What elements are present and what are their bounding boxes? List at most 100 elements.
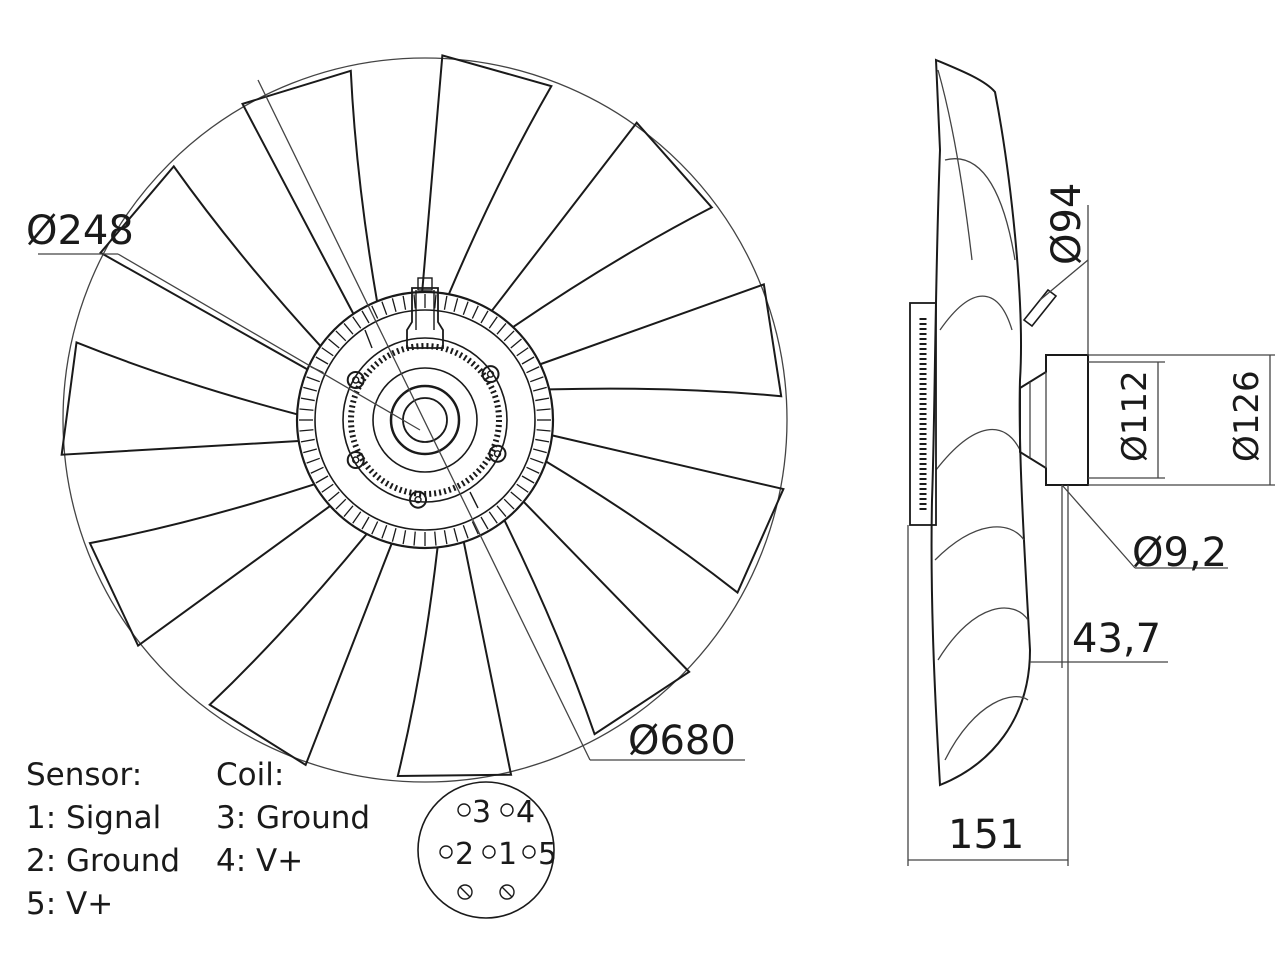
pin-hole [439,845,453,859]
hub-tooth [536,429,551,432]
hub-tooth [402,295,407,310]
hub-tooth [343,323,354,335]
hub [295,277,555,550]
hub-tooth [303,386,317,392]
hub-tooth [526,466,540,474]
shaft-diameter-callout: Ø94 [1039,183,1090,355]
bolt-hole-callout: Ø9,2 [1061,484,1228,576]
coil-item: 4: V+ [216,843,303,879]
sensor-item: 5: V+ [26,886,113,922]
hub-tooth [343,505,354,517]
hub-center-ring [389,384,461,456]
hub-tooth [352,511,362,524]
hub-tooth [535,438,550,443]
pin-number: 4 [516,795,535,830]
pin-hole [500,803,514,817]
fan-blade [503,500,691,736]
hub-tooth [496,323,507,335]
hub-tooth [533,448,547,454]
hub-tooth [315,356,329,365]
hub-mid-ring [372,367,478,473]
hub-tooth [488,511,498,524]
hub-bolt-center [352,456,360,464]
hub-tooth [453,528,459,542]
keying-hole [457,884,473,900]
fan-blade [88,483,331,648]
hub-tooth [310,466,324,474]
hub-tooth [299,408,314,411]
hub-diameter-callout: Ø248 [26,208,421,431]
hub-bolt-center [486,370,495,378]
hub-tooth [335,498,347,510]
connector-face: 3 4 2 1 5 [417,781,557,919]
hub-bolt-center [352,376,360,384]
hub-tooth [391,528,397,542]
hub-tooth [516,347,529,357]
hub-coil-ring [348,343,502,497]
hub-ring-inner [314,309,536,531]
hub-tooth [503,330,515,342]
hub-tooth [521,475,535,484]
hub-sensor-mark [364,329,373,349]
hub-tooth [413,531,416,546]
hub-tooth [521,356,535,365]
hub-center-bore [402,397,448,443]
hub-tooth [526,366,540,374]
fan-blade [545,434,785,595]
hub-tooth [533,386,547,392]
hub-tooth [328,338,340,349]
hub-tooth [315,475,329,484]
offset-callout: 43,7 [1030,485,1168,668]
pin-hole [522,845,536,859]
flange-outer-diameter-label: Ø126 [1227,370,1267,462]
hub-tooth [413,294,416,309]
sensor-housing [406,277,444,349]
overall-depth-callout: 151 [907,485,1069,866]
hub-bolt [346,371,365,389]
bolt-hole-label: Ø9,2 [1132,530,1227,576]
hub-bolts [346,365,507,509]
hub-tooth [471,521,479,535]
shaft-diameter-label: Ø94 [1044,183,1090,265]
hub-tooth [462,301,469,315]
hub-tooth [381,301,388,315]
hub-bolt [481,365,500,384]
hub-diameter-label: Ø248 [26,208,134,254]
hub-tooth [471,305,479,319]
hub-face [342,337,508,503]
hub-bolt [346,451,365,469]
coil-title: Coil: [216,757,284,793]
hub-tooth [391,298,397,312]
sensor-title: Sensor: [26,757,142,793]
pin-number: 3 [472,795,491,830]
overall-depth-label: 151 [948,812,1024,858]
keying-hole [499,884,515,900]
sensor-item: 1: Signal [26,800,161,836]
hub-teeth [299,294,551,546]
pin-hole [482,845,496,859]
fan-blade [208,533,393,767]
side-blade-profile [930,58,1032,787]
pin-number: 5 [538,837,557,872]
hub-tooth [535,397,550,402]
hub-tooth [371,305,379,319]
hub-tooth [306,457,320,464]
fan-blade [539,282,783,398]
hub-tooth [352,316,362,329]
hub-tooth [516,483,529,493]
hub-tooth [299,429,314,432]
side-coil-pack [909,302,937,526]
hub-tooth [361,310,370,324]
fan-diameter-callout: Ø680 [257,79,745,764]
fan-blade [99,164,322,371]
hub-tooth [530,376,544,383]
pin-number: 1 [498,837,517,872]
pin-hole [457,803,471,817]
hub-tooth [530,457,544,464]
hub-tooth [303,448,317,454]
hub-bolt-center [493,450,502,458]
hub-tooth [510,491,522,502]
flange-inner-diameter-label: Ø112 [1115,370,1155,462]
sensor-item: 2: Ground [26,843,180,879]
fan-blade [396,541,513,777]
